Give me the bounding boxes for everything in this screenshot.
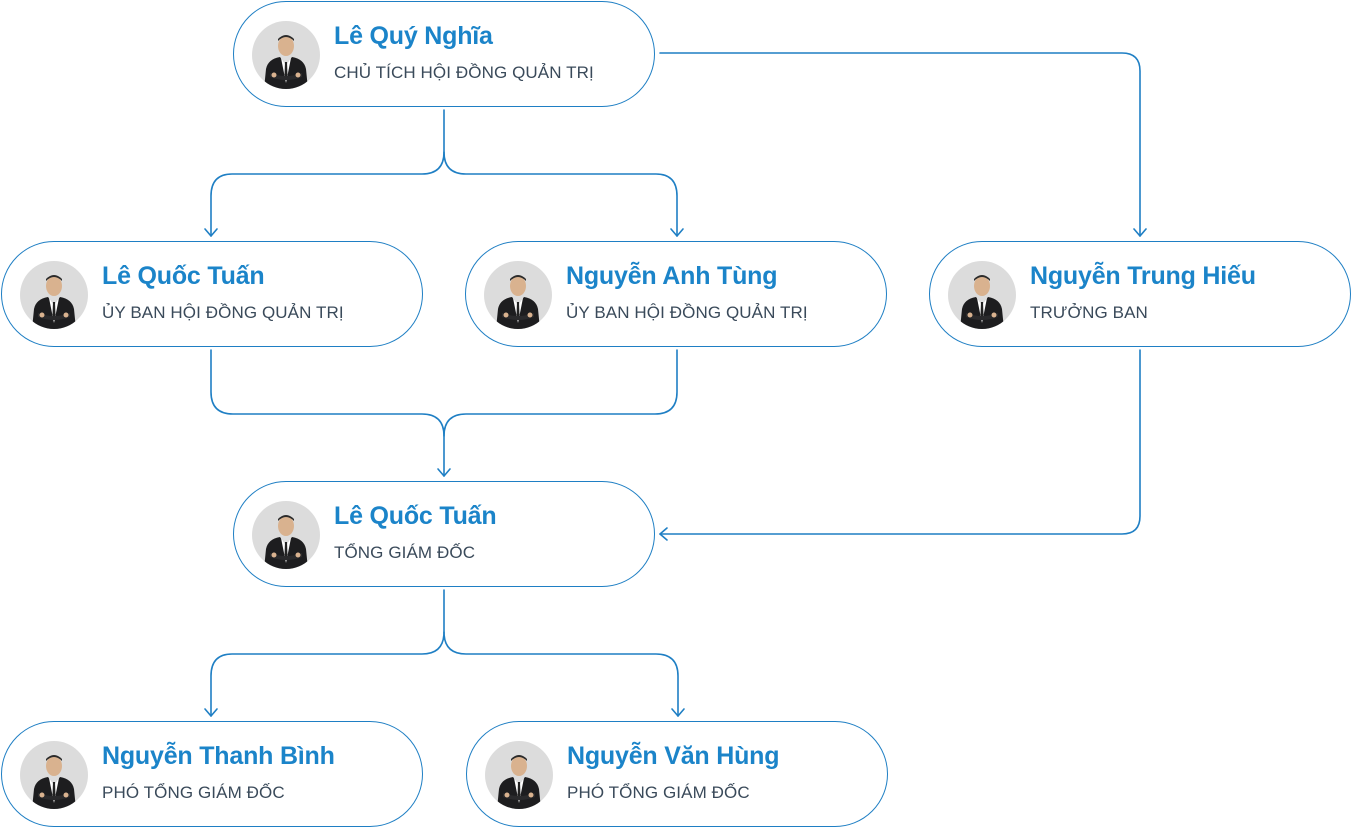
person-name: Nguyễn Trung Hiếu xyxy=(1030,262,1256,290)
person-name: Lê Quý Nghĩa xyxy=(334,22,493,50)
person-portrait-icon xyxy=(252,501,320,569)
person-name: Nguyễn Thanh Bình xyxy=(102,742,335,770)
connector-ceo-deputy-2 xyxy=(443,631,679,717)
connector-ceo-deputy-1 xyxy=(210,589,445,717)
arrowhead-icon xyxy=(659,527,668,541)
person-role: ỦY BAN HỘI ĐỒNG QUẢN TRỊ xyxy=(102,303,344,322)
person-name: Lê Quốc Tuấn xyxy=(334,502,497,530)
arrowhead-icon xyxy=(437,468,451,477)
connector-member-1-ceo xyxy=(210,349,445,477)
connector-chairman-member-2 xyxy=(443,151,678,237)
arrowhead-icon xyxy=(1133,228,1147,237)
connector-head-ceo xyxy=(659,349,1141,535)
person-role: TỔNG GIÁM ĐỐC xyxy=(334,543,476,562)
person-role: PHÓ TỔNG GIÁM ĐỐC xyxy=(102,783,285,802)
arrowhead-icon xyxy=(204,708,218,717)
person-portrait-icon xyxy=(252,21,320,89)
arrowhead-icon xyxy=(670,228,684,237)
connector-chairman-head xyxy=(659,52,1141,237)
person-name: Nguyễn Văn Hùng xyxy=(567,742,780,770)
node-card-deputy-1: Nguyễn Thanh Bình PHÓ TỔNG GIÁM ĐỐC xyxy=(1,721,423,827)
person-name: Lê Quốc Tuấn xyxy=(102,262,265,290)
person-role: TRƯỞNG BAN xyxy=(1030,303,1148,322)
node-card-deputy-2: Nguyễn Văn Hùng PHÓ TỔNG GIÁM ĐỐC xyxy=(466,721,888,827)
node-card-member-1: Lê Quốc Tuấn ỦY BAN HỘI ĐỒNG QUẢN TRỊ xyxy=(1,241,423,347)
person-portrait-icon xyxy=(20,261,88,329)
person-portrait-icon xyxy=(484,261,552,329)
person-portrait-icon xyxy=(948,261,1016,329)
connector-chairman-member-1 xyxy=(210,109,445,237)
connector-member-2-ceo xyxy=(443,349,678,437)
person-portrait-icon xyxy=(485,741,553,809)
person-portrait-icon xyxy=(20,741,88,809)
node-card-ceo: Lê Quốc Tuấn TỔNG GIÁM ĐỐC xyxy=(233,481,655,587)
person-role: CHỦ TÍCH HỘI ĐỒNG QUẢN TRỊ xyxy=(334,63,594,82)
person-role: PHÓ TỔNG GIÁM ĐỐC xyxy=(567,783,750,802)
arrowhead-icon xyxy=(204,228,218,237)
arrowhead-icon xyxy=(671,708,685,717)
node-card-chairman: Lê Quý Nghĩa CHỦ TÍCH HỘI ĐỒNG QUẢN TRỊ xyxy=(233,1,655,107)
person-role: ỦY BAN HỘI ĐỒNG QUẢN TRỊ xyxy=(566,303,808,322)
node-card-member-2: Nguyễn Anh Tùng ỦY BAN HỘI ĐỒNG QUẢN TRỊ xyxy=(465,241,887,347)
person-name: Nguyễn Anh Tùng xyxy=(566,262,778,290)
node-card-head: Nguyễn Trung Hiếu TRƯỞNG BAN xyxy=(929,241,1351,347)
